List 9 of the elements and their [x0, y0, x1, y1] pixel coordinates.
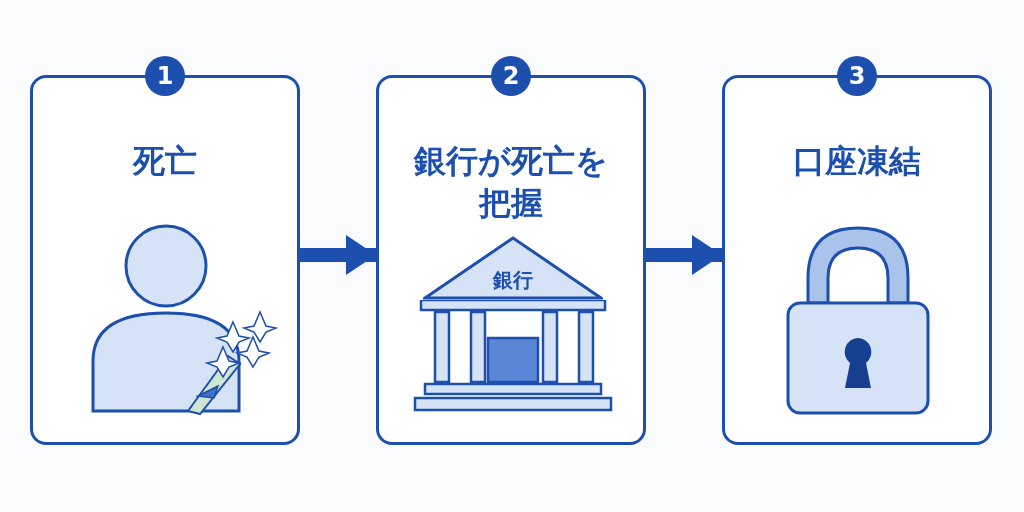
step-title: 口座凍結: [792, 141, 922, 182]
bank-label: 銀行: [491, 267, 534, 294]
arrow: [300, 235, 376, 275]
step-title: 死亡: [131, 141, 198, 182]
arrow: [646, 235, 722, 275]
step-number: 3: [837, 56, 877, 96]
step-number: 2: [491, 56, 531, 96]
step-title: 銀行が死亡を把握: [412, 141, 609, 224]
step-number: 1: [145, 56, 185, 96]
